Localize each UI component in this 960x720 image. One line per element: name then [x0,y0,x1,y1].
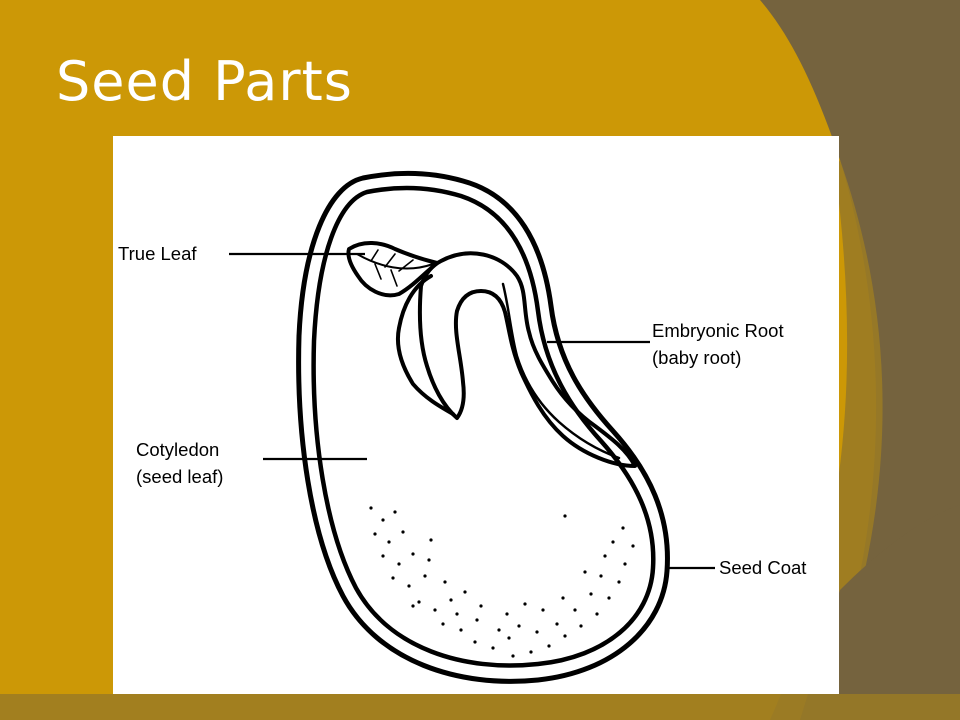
background-bottom-corner [800,505,960,720]
true-leaf-vein-5 [390,269,398,287]
label-embryonic-root: Embryonic Root [652,320,784,341]
label-cotyledon: Cotyledon [136,439,219,460]
embryo-leaf-fold [396,274,455,416]
label-true-leaf: True Leaf [118,243,197,264]
slide-title: Seed Parts [56,50,353,113]
true-leaf-midrib [356,253,434,270]
embryo [396,251,637,468]
label-cotyledon-sub: (seed leaf) [136,466,223,487]
label-embryonic-root-sub: (baby root) [652,347,741,368]
true-leaf [346,241,439,298]
background-bottom-strip [0,694,960,720]
seed-diagram: True Leaf Embryonic Root (baby root) Cot… [118,170,806,684]
leader-lines [229,252,715,570]
cotyledon-stipple [369,506,635,658]
true-leaf-vein-3 [398,259,414,272]
true-leaf-vein-4 [374,263,382,280]
label-seed-coat: Seed Coat [719,557,806,578]
seed-coat [296,170,670,684]
seed-diagram-panel: True Leaf Embryonic Root (baby root) Cot… [113,136,839,694]
embryo-inner-edge [501,282,621,460]
true-leaf-vein-2 [384,253,396,268]
seed-coat-inner [311,185,656,668]
embryonic-root-outline [417,251,637,468]
true-leaf-outline [346,241,439,298]
true-leaf-vein-1 [370,249,379,262]
seed-coat-outer [296,170,670,684]
